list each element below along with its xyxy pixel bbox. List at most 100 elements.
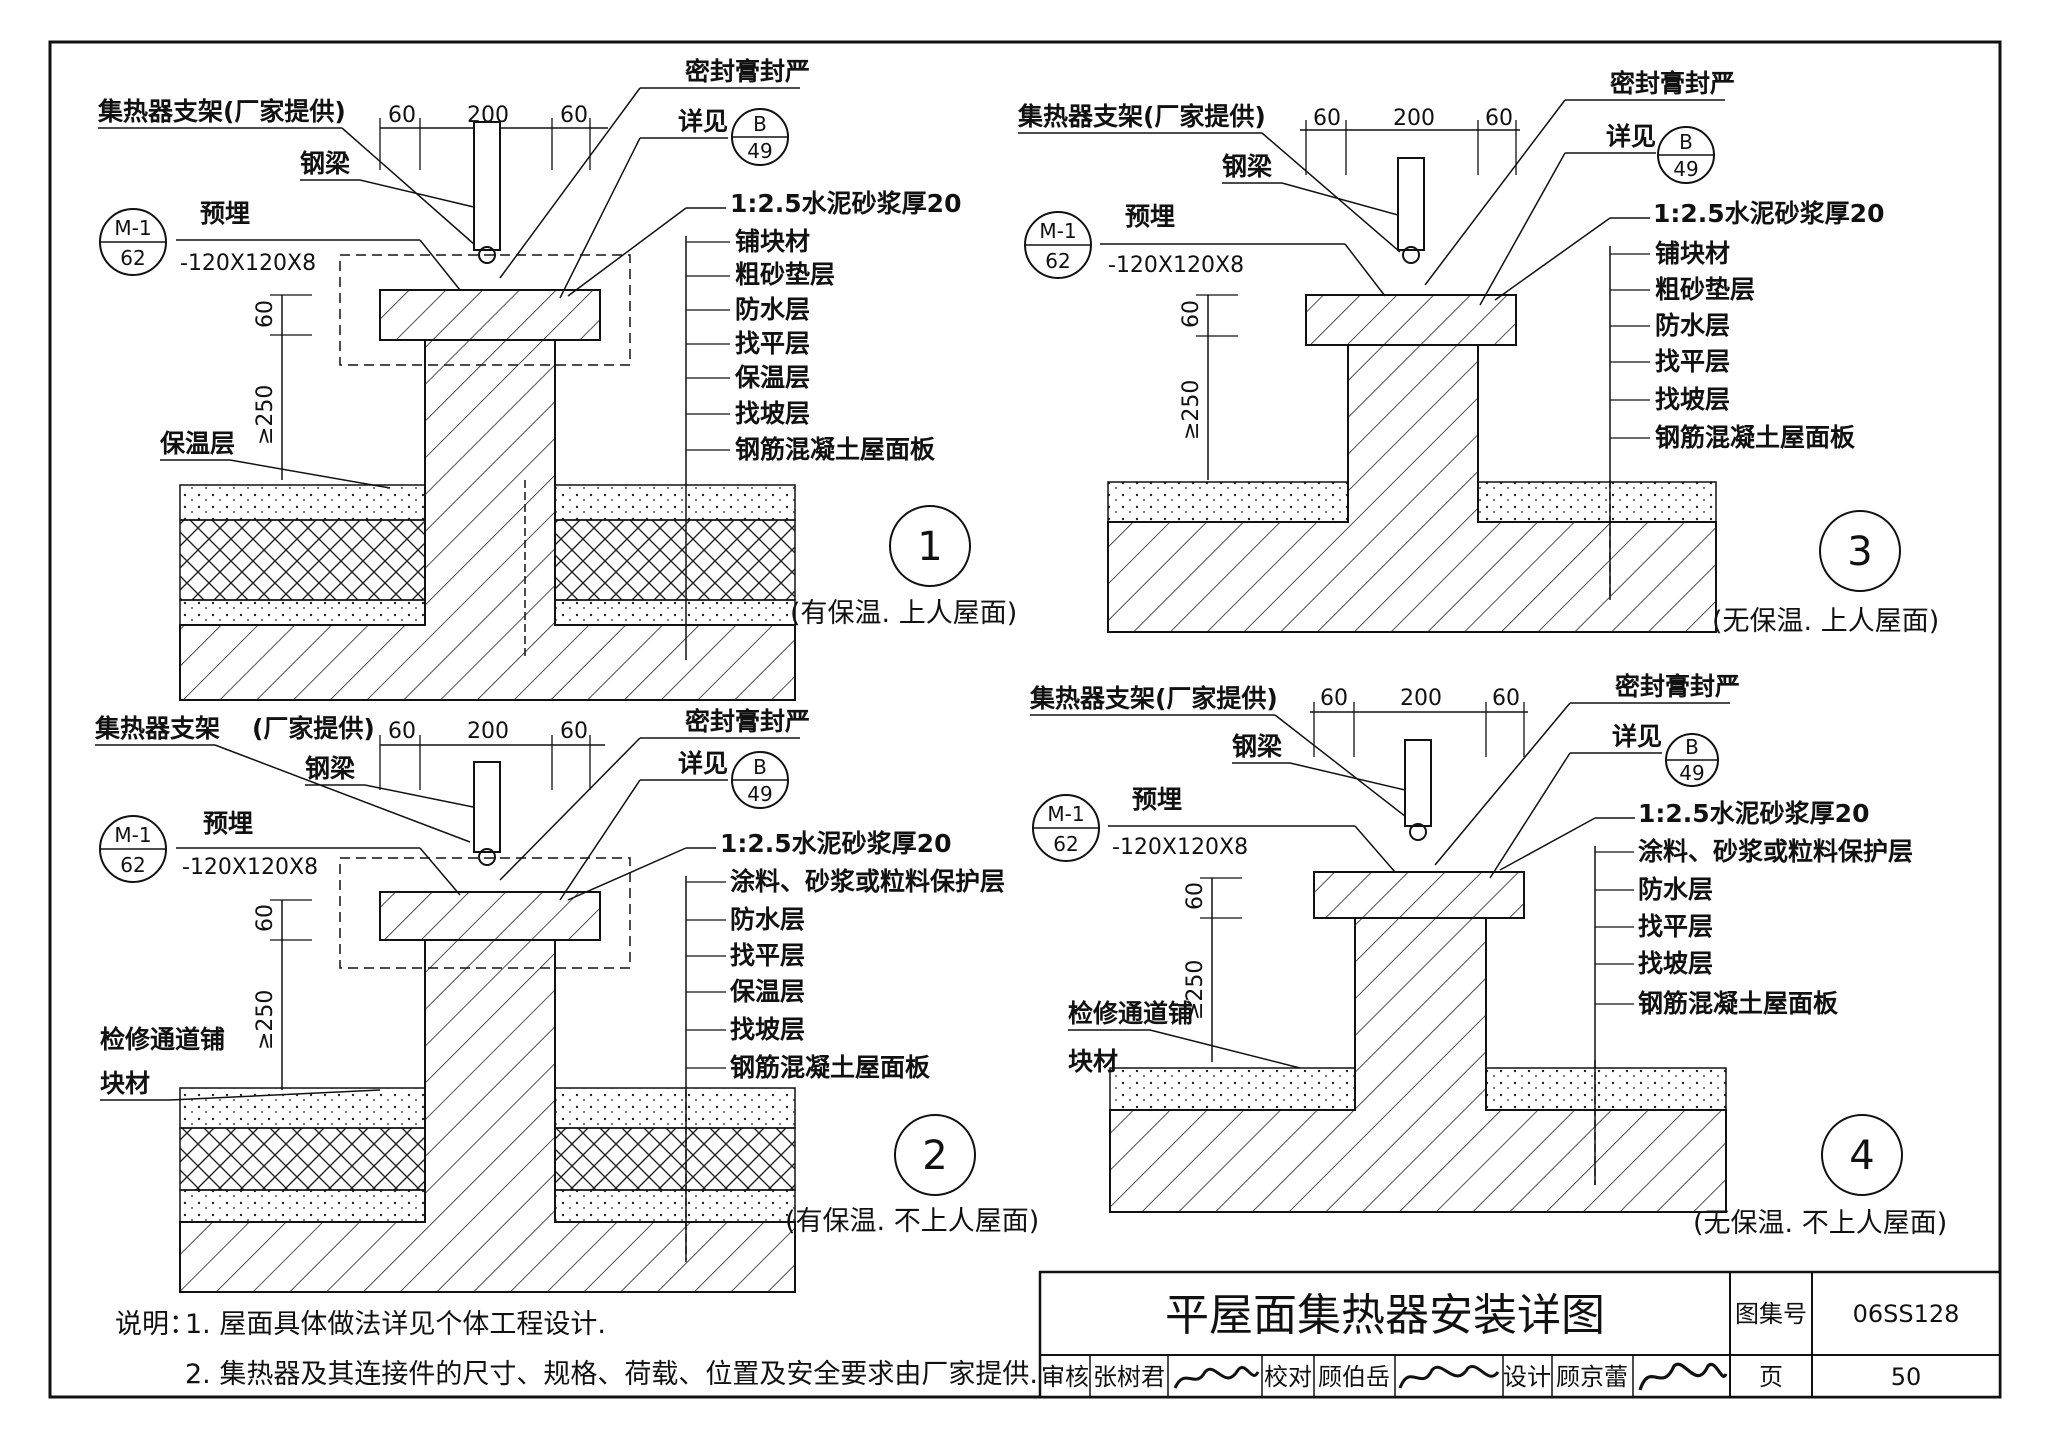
layer-label: 粗砂垫层 [735, 260, 835, 289]
support-label: 集热器支架(厂家提供) [97, 97, 346, 126]
layer-label: 找坡层 [735, 399, 810, 428]
svg-text:49: 49 [747, 782, 772, 806]
svg-text:B: B [753, 755, 767, 779]
dim-60-left: 60 [388, 103, 416, 128]
check-name: 顾伯岳 [1318, 1363, 1390, 1391]
layer-label: 钢筋混凝土屋面板 [1638, 989, 1838, 1018]
layer-label: 找平层 [1638, 912, 1713, 941]
ref-bubble-m1: M-1 62 [99, 815, 167, 883]
dim-h60: 60 [253, 904, 278, 932]
layer-label: 找平层 [735, 329, 810, 358]
detail-number-4: 4 [1821, 1114, 1903, 1196]
review-label: 审核 [1041, 1363, 1089, 1391]
detail-caption-2: (有保温. 不上人屋面) [785, 1206, 1039, 1237]
beam-label: 钢梁 [300, 149, 350, 178]
see-label: 详见 [678, 107, 728, 136]
dim-200: 200 [1393, 106, 1435, 131]
ref-bubble-b: B 49 [731, 108, 789, 166]
svg-text:4: 4 [1849, 1133, 1874, 1179]
dim-h60: 60 [1179, 300, 1204, 328]
dim-60-right: 60 [1485, 106, 1513, 131]
detail-caption-3: (无保温. 上人屋面) [1712, 606, 1939, 637]
support-label: 集热器支架 [94, 714, 220, 743]
check-signature [1398, 1364, 1500, 1389]
beam-label: 钢梁 [1222, 152, 1272, 181]
page-label: 页 [1759, 1363, 1783, 1391]
design-name: 顾京蕾 [1556, 1363, 1628, 1391]
dim-h250: ≥250 [1179, 380, 1204, 440]
svg-text:M-1: M-1 [114, 216, 151, 240]
layer-label: 找坡层 [730, 1015, 805, 1044]
dim-200: 200 [1400, 686, 1442, 711]
svg-text:M-1: M-1 [1039, 219, 1076, 243]
layer-label: 防水层 [1655, 311, 1730, 340]
detail-caption-1: (有保温. 上人屋面) [790, 598, 1017, 629]
atlas-number: 06SS128 [1853, 1300, 1960, 1328]
layer-label: 找坡层 [1655, 385, 1730, 414]
svg-text:B: B [753, 112, 767, 136]
embed-label: 预埋 [203, 809, 253, 838]
detail-1: 集热器支架(厂家提供) 钢梁 60 200 60 密封膏封严 详见 B 49 M… [97, 57, 1017, 701]
mortar-label: 1:2.5水泥砂浆厚20 [720, 829, 951, 858]
dim-200: 200 [467, 719, 509, 744]
svg-text:B: B [1679, 130, 1693, 154]
svg-text:2: 2 [922, 1133, 947, 1179]
layer-label: 保温层 [729, 977, 805, 1006]
seal-label: 密封膏封严 [1615, 672, 1740, 701]
design-signature [1638, 1362, 1728, 1391]
svg-text:62: 62 [1053, 832, 1078, 856]
svg-text:62: 62 [120, 246, 145, 270]
embed-size: -120X120X8 [1112, 835, 1248, 860]
svg-text:49: 49 [747, 139, 772, 163]
support-label: 集热器支架(厂家提供) [1017, 102, 1266, 131]
dim-h250: ≥250 [253, 990, 278, 1050]
side-layer-label-a: 检修通道铺 [100, 1025, 225, 1054]
notes-label: 说明： [115, 1309, 196, 1340]
sheet-border [48, 40, 2002, 1399]
layer-label: 保温层 [734, 363, 810, 392]
ref-bubble-m1: M-1 62 [1032, 794, 1100, 862]
layer-label: 找平层 [1655, 347, 1730, 376]
mortar-label: 1:2.5水泥砂浆厚20 [730, 189, 961, 218]
dim-60-left: 60 [388, 719, 416, 744]
layer-label: 找坡层 [1638, 949, 1713, 978]
layer-label: 铺块材 [735, 227, 810, 256]
detail-number-2: 2 [894, 1114, 976, 1196]
seal-label: 密封膏封严 [1610, 69, 1735, 98]
layer-label: 钢筋混凝土屋面板 [735, 435, 935, 464]
embed-size: -120X120X8 [182, 855, 318, 880]
embed-label: 预埋 [200, 199, 250, 228]
beam-label: 钢梁 [1232, 732, 1282, 761]
dim-h60: 60 [1183, 882, 1208, 910]
support-label-b: (厂家提供) [252, 714, 375, 743]
svg-text:62: 62 [120, 853, 145, 877]
side-layer-label-a: 检修通道铺 [1068, 999, 1193, 1028]
see-label: 详见 [678, 749, 728, 778]
ref-bubble-b: B 49 [1665, 733, 1719, 787]
side-layer-label: 保温层 [159, 429, 235, 458]
embed-label: 预埋 [1125, 202, 1175, 231]
side-layer-label-b: 块材 [100, 1069, 150, 1098]
dim-60-left: 60 [1313, 106, 1341, 131]
svg-text:M-1: M-1 [114, 823, 151, 847]
layer-label: 钢筋混凝土屋面板 [730, 1053, 930, 1082]
svg-text:49: 49 [1679, 761, 1704, 785]
dim-60-right: 60 [1492, 686, 1520, 711]
drawing-title: 平屋面集热器安装详图 [1165, 1290, 1605, 1341]
beam-label: 钢梁 [305, 754, 355, 783]
layer-label: 钢筋混凝土屋面板 [1655, 423, 1855, 452]
layer-label: 涂料、砂浆或粒料保护层 [1638, 837, 1913, 866]
support-label: 集热器支架(厂家提供) [1029, 684, 1278, 713]
review-name: 张树君 [1093, 1363, 1165, 1391]
ref-bubble-b: B 49 [731, 751, 789, 809]
svg-text:M-1: M-1 [1047, 802, 1084, 826]
detail-caption-4: (无保温. 不上人屋面) [1693, 1208, 1947, 1239]
see-label: 详见 [1612, 722, 1662, 751]
detail-3: 集热器支架(厂家提供) 钢梁 60 200 60 密封膏封严 详见 B 49 M… [1017, 69, 1939, 637]
seal-label: 密封膏封严 [685, 57, 810, 86]
dim-h250: ≥250 [253, 385, 278, 445]
embed-size: -120X120X8 [180, 251, 316, 276]
review-signature [1173, 1366, 1260, 1389]
seal-label: 密封膏封严 [685, 707, 810, 736]
